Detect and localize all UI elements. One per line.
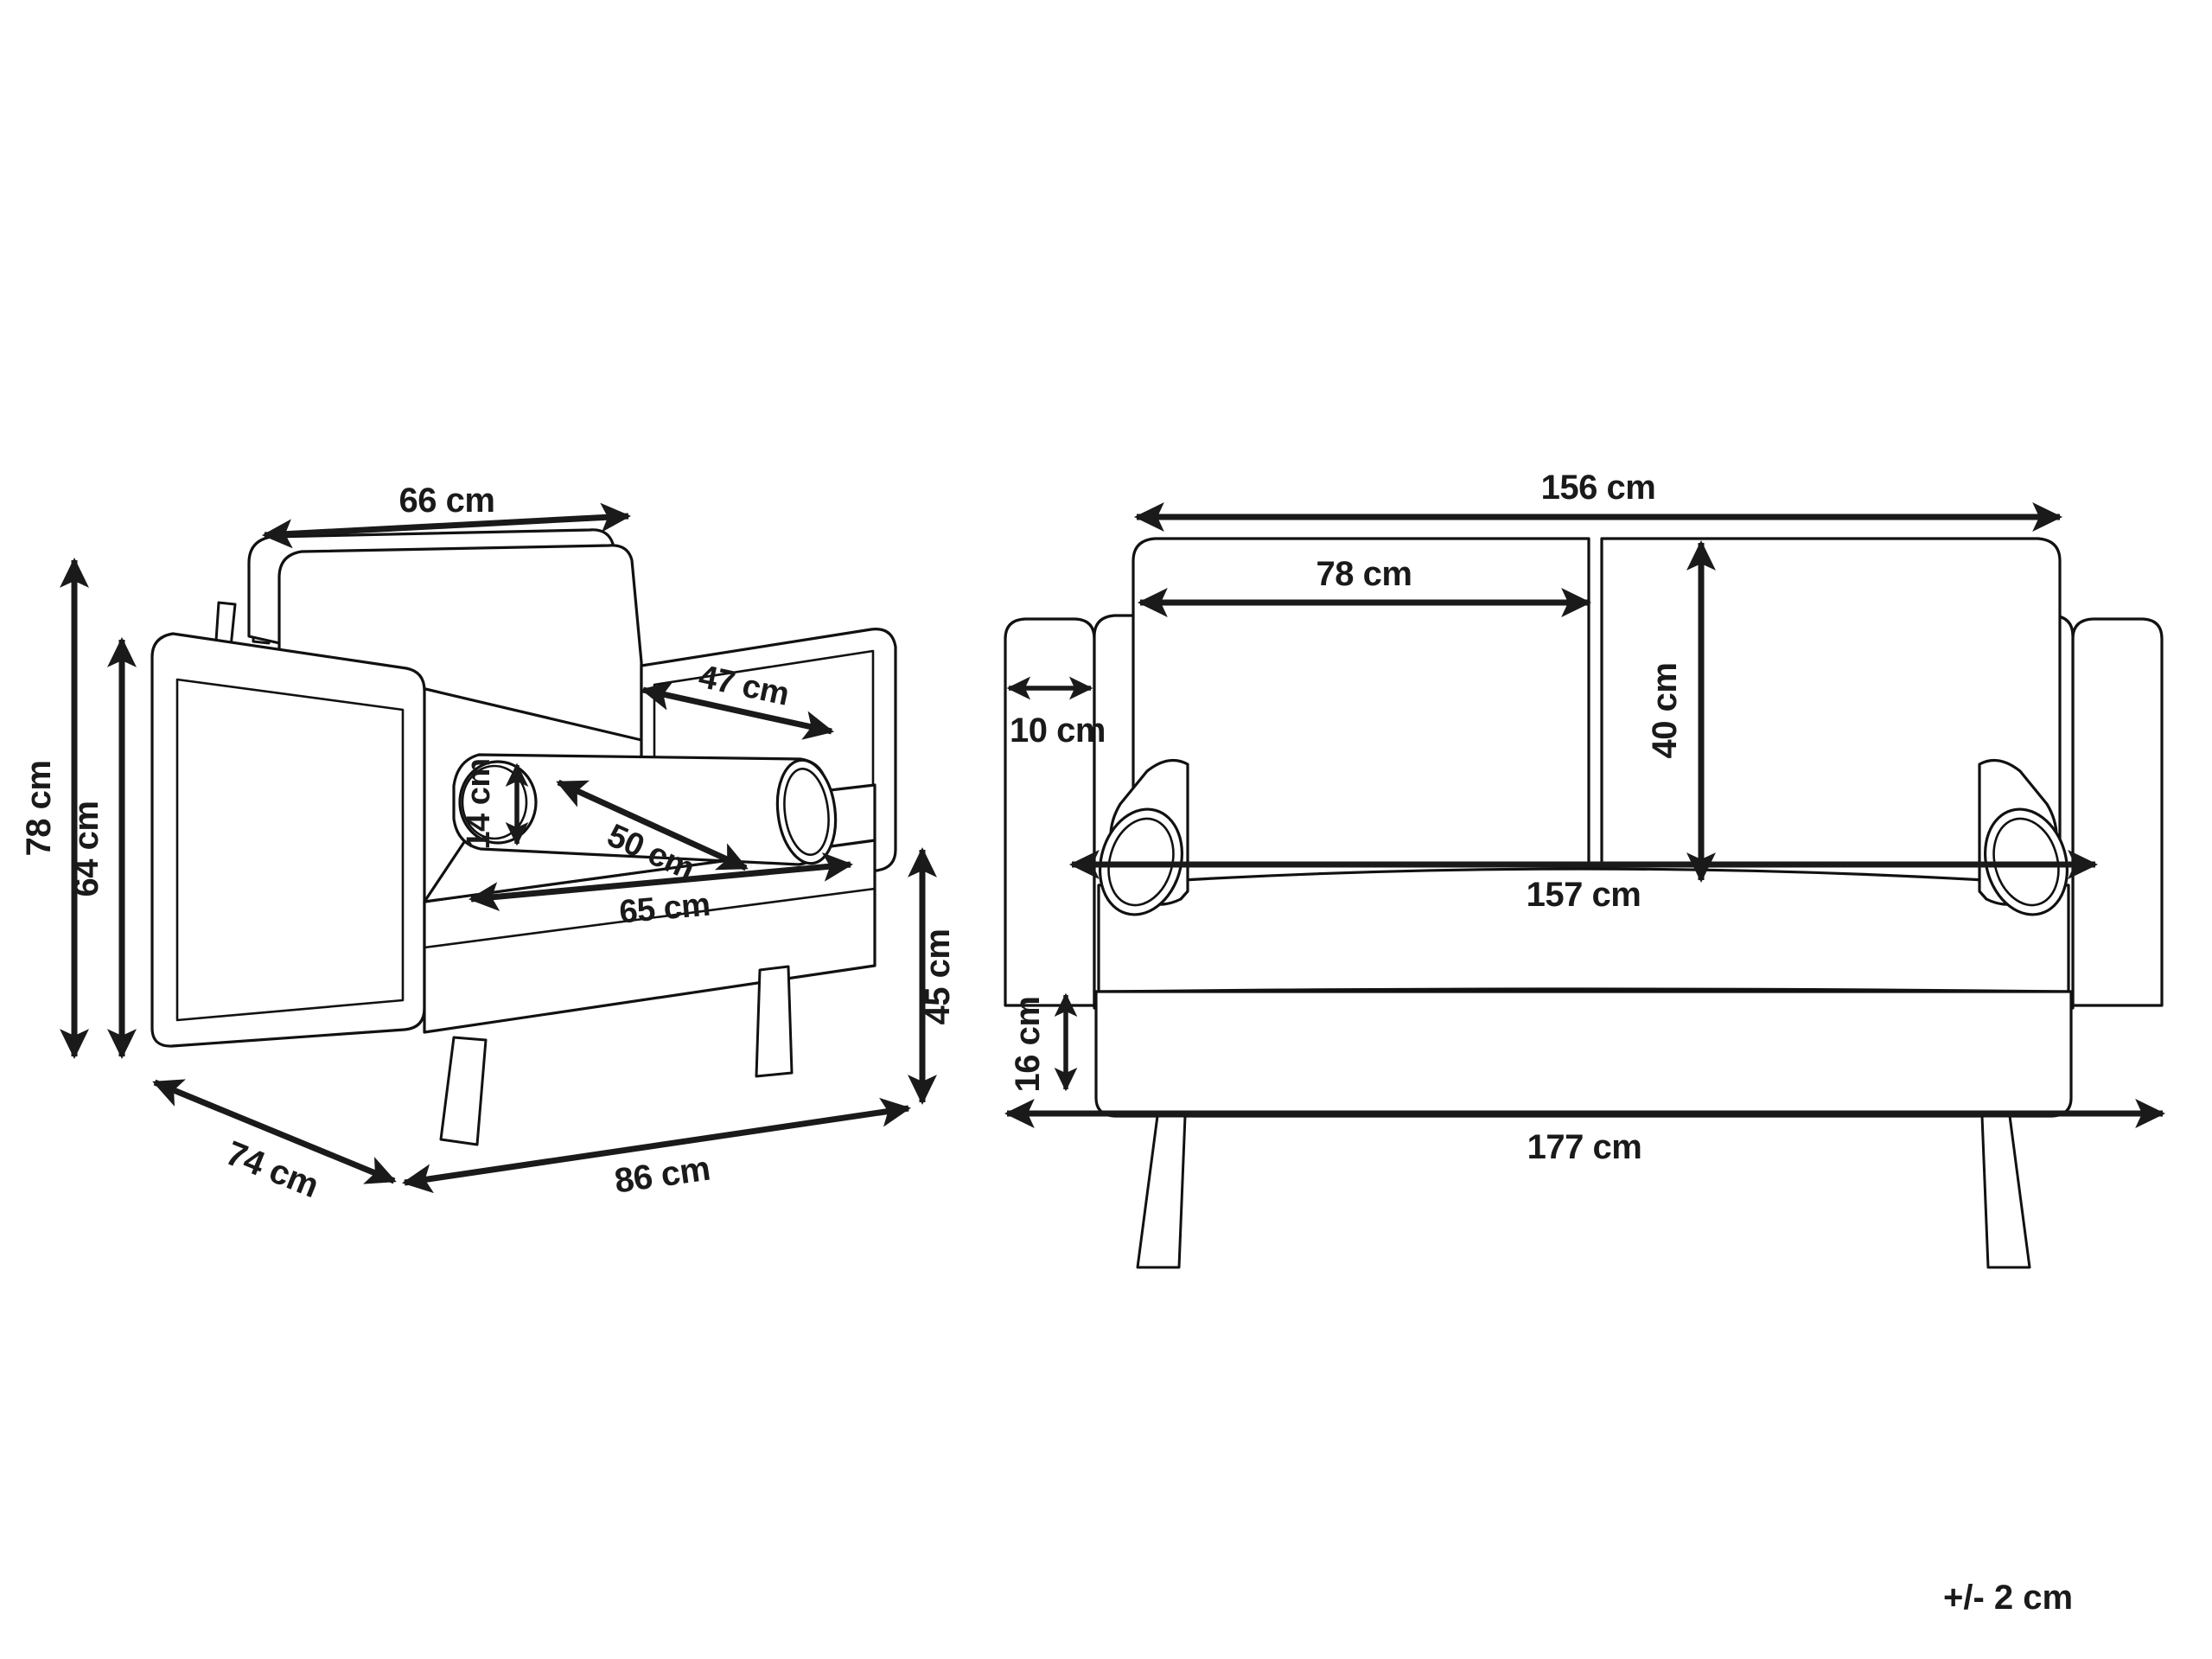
sofa-base-rail bbox=[1094, 990, 2073, 1118]
armchair-armrest-left-inner bbox=[175, 678, 405, 1022]
armchair-dim-width-top-label: 66 cm bbox=[399, 482, 495, 520]
sofa-dim-leg-height: 16 cm bbox=[1009, 992, 1078, 1093]
sofa-dim-backrest-width-label: 156 cm bbox=[1541, 469, 1656, 507]
armchair-dim-bolster-length: 47 cm bbox=[641, 659, 834, 740]
sofa-arm-panel-left bbox=[1004, 617, 1096, 1007]
armchair-dim-seat-height: 45 cm bbox=[908, 846, 957, 1106]
armchair-leg-front-left bbox=[439, 1036, 488, 1146]
sofa-leg-front-left bbox=[1136, 1114, 1187, 1269]
armchair-leg-front-right bbox=[755, 965, 794, 1078]
sofa-dim-cushion-width-label: 78 cm bbox=[1316, 555, 1412, 593]
armchair-armrest-left bbox=[150, 632, 426, 1048]
sofa-leg-front-right bbox=[1980, 1114, 2031, 1269]
sofa-dim-seat-width: 157 cm bbox=[1068, 850, 2099, 914]
armchair-dim-height-total: 78 cm bbox=[20, 557, 89, 1060]
armchair-dim-height-back-label: 64 cm bbox=[67, 801, 105, 897]
sofa-dim-total-width-label: 177 cm bbox=[1527, 1128, 1642, 1166]
armchair-illustration bbox=[150, 528, 897, 1146]
sofa-arm-panel-right bbox=[2071, 617, 2164, 1007]
armchair-dim-seat-width: 65 cm bbox=[468, 852, 854, 931]
sofa-dim-backrest-height: 40 cm bbox=[1646, 539, 1716, 884]
sofa-dim-cushion-width: 78 cm bbox=[1137, 555, 1592, 617]
armchair-dim-height-total-label: 78 cm bbox=[20, 761, 58, 857]
sofa-back-cushion-right bbox=[1600, 537, 2062, 884]
armchair-dim-seat-height-label: 45 cm bbox=[919, 929, 957, 1025]
tolerance-note: +/- 2 cm bbox=[1943, 1579, 2073, 1617]
sofa-dim-seat-width-label: 157 cm bbox=[1527, 876, 1641, 914]
armchair-dim-bolster-diameter-label: 14 cm bbox=[461, 758, 497, 849]
armchair-dim-bolster-diameter: 14 cm bbox=[461, 758, 529, 850]
sofa-dim-leg-height-label: 16 cm bbox=[1009, 997, 1047, 1093]
sofa-back-cushion-left bbox=[1131, 537, 1590, 884]
sofa-dim-armrest-thickness: 10 cm bbox=[1006, 676, 1106, 750]
armchair-dim-width-top: 66 cm bbox=[261, 482, 632, 549]
sofa-dim-total-width: 177 cm bbox=[1004, 1099, 2166, 1166]
sofa-dim-backrest-width: 156 cm bbox=[1133, 469, 2063, 532]
armchair-dim-height-back: 64 cm bbox=[67, 636, 137, 1060]
armchair-dim-depth-total: 74 cm bbox=[152, 1079, 397, 1205]
armchair-dim-seat-width-label: 65 cm bbox=[618, 887, 712, 931]
armchair-dim-width-total-label: 86 cm bbox=[612, 1150, 712, 1201]
sofa-dim-backrest-height-label: 40 cm bbox=[1646, 663, 1684, 759]
sofa-dim-armrest-thickness-label: 10 cm bbox=[1010, 711, 1106, 750]
